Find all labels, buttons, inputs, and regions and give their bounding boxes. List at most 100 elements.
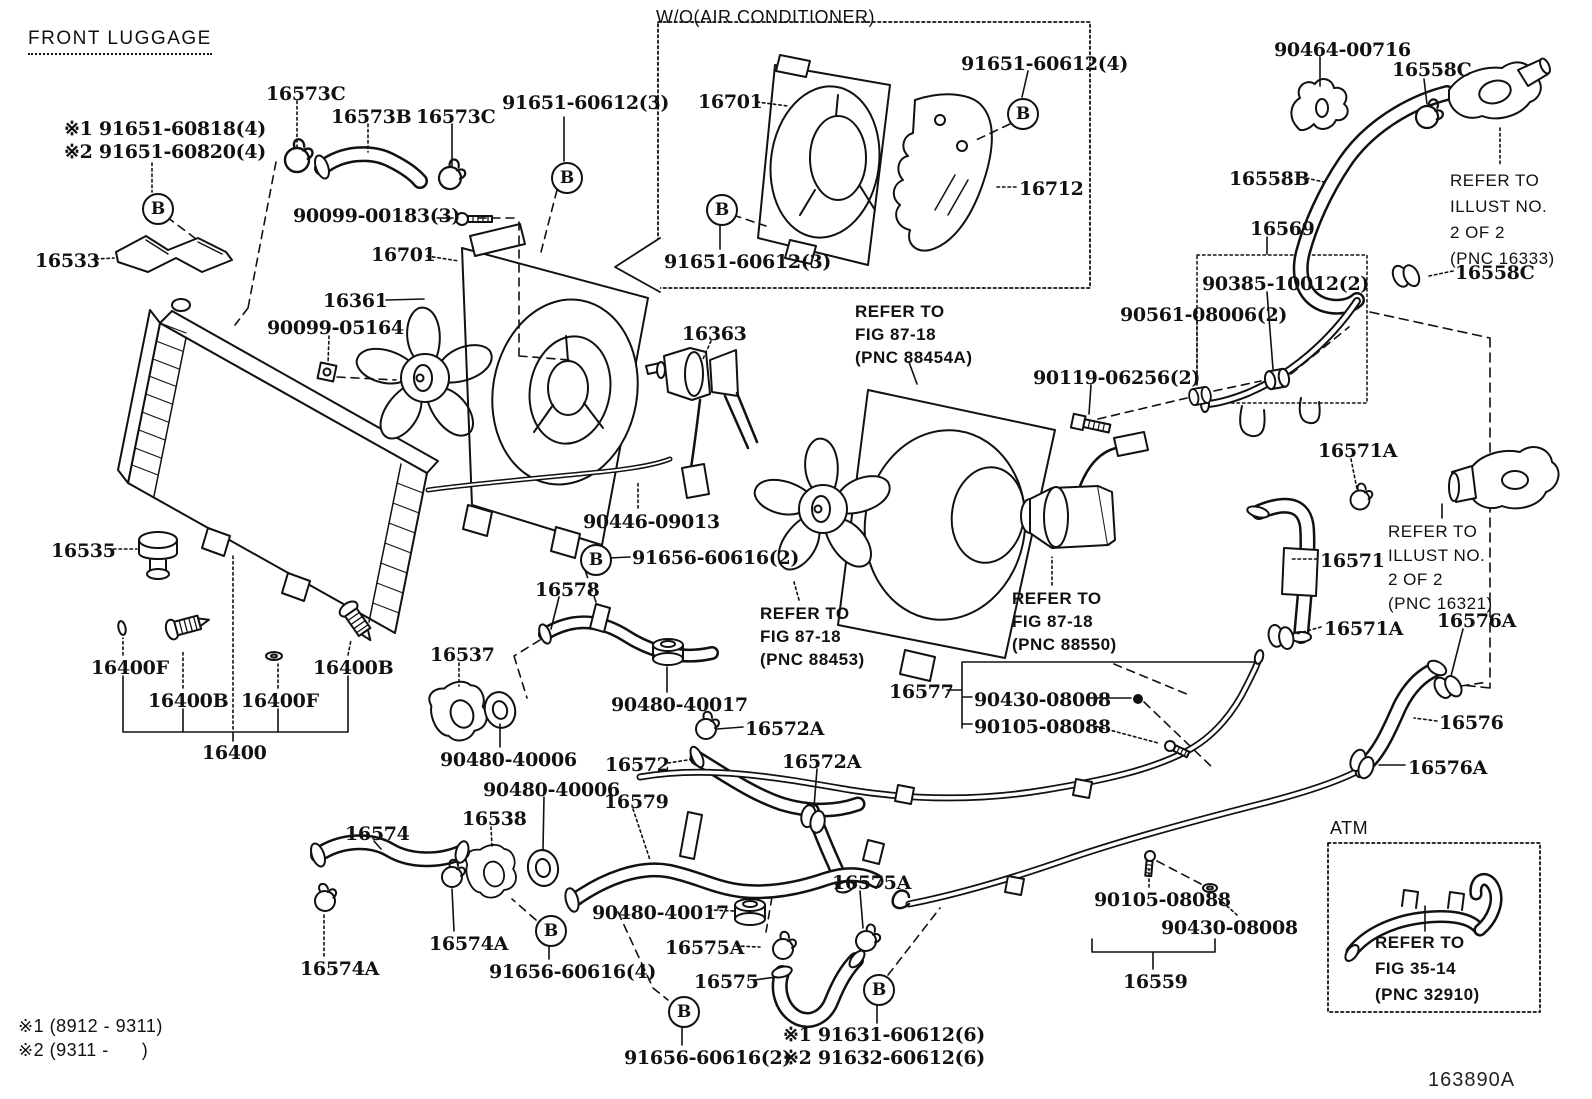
fan-16361 [351, 306, 498, 447]
water-neck-16333 [1448, 57, 1551, 120]
nut-90385 [1262, 367, 1292, 391]
part-label-91651-60612-3-1: 91651-60612(3) [502, 92, 670, 114]
clamp-16574A-2 [309, 879, 342, 915]
part-label-90480-40006-2: 90480-40006 [483, 779, 620, 801]
part-label-90099-05164: 90099-05164 [267, 317, 404, 339]
clamp-16575A-2 [772, 930, 797, 960]
note-range-1: ※1 (8912 - 9311) [18, 1016, 163, 1036]
part-label-16363: 16363 [682, 323, 747, 345]
screw-90105-2 [1142, 849, 1157, 878]
part-label-16400F-2: 16400F [241, 690, 319, 712]
part-label-90446-09013: 90446-09013 [583, 511, 720, 533]
atm-hose-32910 [1344, 873, 1503, 962]
part-label-91651-60612-3-2: 91651-60612(3) [664, 251, 832, 273]
part-label-16576: 16576 [1439, 712, 1504, 734]
part-label-91651-60612-4: 91651-60612(4) [961, 53, 1129, 75]
part-label-91656-60616-2-1: 91656-60616(2) [632, 547, 800, 569]
part-label-16572A-1: 16572A [745, 718, 825, 740]
part-label-16400F-1: 16400F [91, 657, 169, 679]
atm-box [1327, 842, 1541, 1013]
part-label-90105-08088-1: 90105-08088 [974, 716, 1111, 738]
part-label-16569: 16569 [1250, 218, 1315, 240]
bracket-16533 [115, 235, 233, 273]
part-label-16575: 16575 [694, 971, 759, 993]
clamp-16575A-1 [852, 920, 884, 956]
b-marker-6: B [535, 915, 567, 947]
pipe-16559-long [891, 768, 1360, 910]
part-label-16559: 16559 [1123, 971, 1188, 993]
part-label-90480-40006-1: 90480-40006 [440, 749, 577, 771]
part-label-91656-60616-2-2: 91656-60616(2) [624, 1047, 792, 1069]
clamp-16571A-1 [1349, 482, 1374, 511]
page-title: FRONT LUGGAGE [28, 28, 212, 55]
motor-16363 [645, 347, 759, 499]
part-label-16712: 16712 [1019, 178, 1084, 200]
ref-pnc-32910: REFER TO FIG 35-14 (PNC 32910) [1375, 933, 1480, 1004]
wo-ac-shroud-16701 [757, 54, 891, 266]
drain-parts-16400 [117, 597, 380, 661]
radiator-drawing [117, 298, 439, 634]
part-label-16361: 16361 [323, 290, 388, 312]
b-marker-4: B [706, 194, 738, 226]
nut-90099-05164 [316, 361, 338, 383]
note-bottom-1: ※1 91631-60612(6) [783, 1024, 985, 1046]
part-label-90561-08006: 90561-08006(2) [1120, 304, 1288, 326]
pipe-16577-long [636, 649, 1265, 805]
part-label-90464-00716: 90464-00716 [1274, 39, 1411, 61]
thermostat-16321 [1448, 446, 1560, 510]
gasket-16538 [460, 839, 524, 904]
part-label-16573B: 16573B [331, 106, 412, 128]
part-label-16574A-2: 16574A [300, 958, 380, 980]
diagram-id: 163890A [1428, 1069, 1516, 1091]
shroud-16701 [461, 223, 649, 559]
atm-box-title: ATM [1330, 818, 1369, 838]
part-label-91656-60616-4: 91656-60616(4) [489, 961, 657, 983]
part-label-16571A-2: 16571A [1324, 618, 1404, 640]
ac-motor-88550 [1020, 431, 1149, 549]
note-bottom-2: ※2 91632-60612(6) [783, 1047, 985, 1069]
wo-ac-plate-16712 [892, 93, 993, 252]
bolt-90119 [1069, 412, 1112, 434]
part-label-16575A-2: 16575A [665, 937, 745, 959]
hose-16574 [310, 834, 470, 868]
part-label-16571A-1: 16571A [1318, 440, 1398, 462]
part-label-16573C-2: 16573C [416, 106, 496, 128]
nut-90561 [1187, 385, 1213, 407]
part-label-16558C-2: 16558C [1455, 262, 1535, 284]
hose-16571 [1246, 497, 1319, 644]
part-label-90385-10012: 90385-10012(2) [1202, 273, 1370, 295]
ac-fan-assembly [749, 389, 1149, 682]
part-label-16535: 16535 [51, 540, 116, 562]
b-marker-2: B [551, 162, 583, 194]
clamp-16558C-2 [1388, 258, 1424, 294]
note-top-2: ※2 91651-60820(4) [64, 141, 266, 163]
b-marker-1: B [142, 193, 174, 225]
part-label-16576A-2: 16576A [1408, 757, 1488, 779]
ref-pnc-16333: REFER TO ILLUST NO. 2 OF 2 (PNC 16333) [1450, 171, 1555, 268]
part-label-90480-40017-1: 90480-40017 [611, 694, 748, 716]
part-label-16701-2: 16701 [698, 91, 763, 113]
hose-16578 [538, 603, 719, 663]
hose-16576 [1354, 659, 1448, 779]
part-label-16577: 16577 [889, 681, 954, 703]
part-label-16576A-1: 16576A [1437, 610, 1517, 632]
b-marker-5: B [580, 544, 612, 576]
part-label-90430-08008-1: 90430-08008 [974, 689, 1111, 711]
note-top-1: ※1 91651-60818(4) [64, 118, 266, 140]
part-label-16400B-1: 16400B [148, 690, 229, 712]
ref-pnc-88454a: REFER TO FIG 87-18 (PNC 88454A) [855, 302, 973, 367]
part-label-16573C-1: 16573C [266, 83, 346, 105]
part-label-90119-06256: 90119-06256(2) [1033, 367, 1201, 389]
part-label-16574: 16574 [345, 823, 410, 845]
part-label-16400B-2: 16400B [313, 657, 394, 679]
part-label-90105-08088-2: 90105-08088 [1094, 889, 1231, 911]
b-marker-3: B [1007, 98, 1039, 130]
grommet-90480-40017-2 [734, 898, 766, 926]
radiator-cap-16535 [138, 531, 178, 580]
b-marker-7: B [668, 996, 700, 1028]
washer-90430-2 [1202, 883, 1218, 893]
part-label-90430-08008-2: 90430-08008 [1161, 917, 1298, 939]
clip-90464-00716 [1290, 78, 1349, 132]
